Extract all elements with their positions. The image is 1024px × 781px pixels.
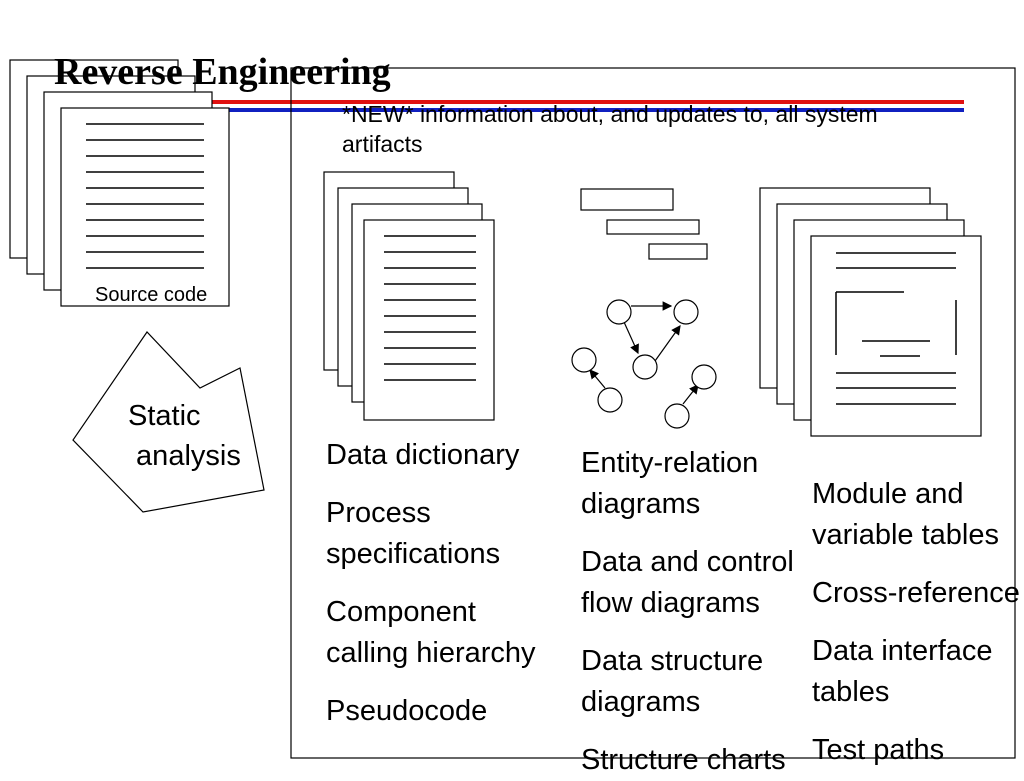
artifact-item: Data structure diagrams xyxy=(581,645,764,718)
artifact-item: Structure charts xyxy=(581,744,786,776)
artifact-item: Test paths xyxy=(812,734,945,766)
artifact-column-1: Data dictionary Process specifications C… xyxy=(326,435,566,732)
static-analysis-arrow xyxy=(72,331,265,513)
structure-chart-boxes xyxy=(580,188,708,260)
artifact-item: Cross-reference xyxy=(812,577,1020,609)
artifact-item: Component calling hierarchy xyxy=(326,596,536,669)
artifact-item: Module and variable tables xyxy=(812,478,999,551)
artifact-item: Process specifications xyxy=(326,497,501,570)
artifact-item: Pseudocode xyxy=(326,695,488,727)
artifact-item: Data dictionary xyxy=(326,439,520,471)
module-table-document-stack xyxy=(759,187,982,437)
static-analysis-label: Static analysis xyxy=(128,400,241,472)
page-title: Reverse Engineering xyxy=(54,51,391,93)
artifact-column-2: Entity-relation diagrams Data and contro… xyxy=(581,443,821,781)
data-dictionary-document-stack xyxy=(323,171,495,421)
artifact-item: Data interface tables xyxy=(812,635,993,708)
artifact-column-3: Module and variable tables Cross-referen… xyxy=(812,474,1024,771)
flow-graph xyxy=(571,299,717,429)
artifact-item: Data and control flow diagrams xyxy=(581,546,794,619)
artifact-item: Entity-relation diagrams xyxy=(581,447,759,520)
source-code-label: Source code xyxy=(95,284,208,306)
source-code-document-stack xyxy=(9,59,230,307)
new-information-note: *NEW* information about, and updates to,… xyxy=(342,101,878,157)
artifacts-frame xyxy=(290,67,1016,759)
